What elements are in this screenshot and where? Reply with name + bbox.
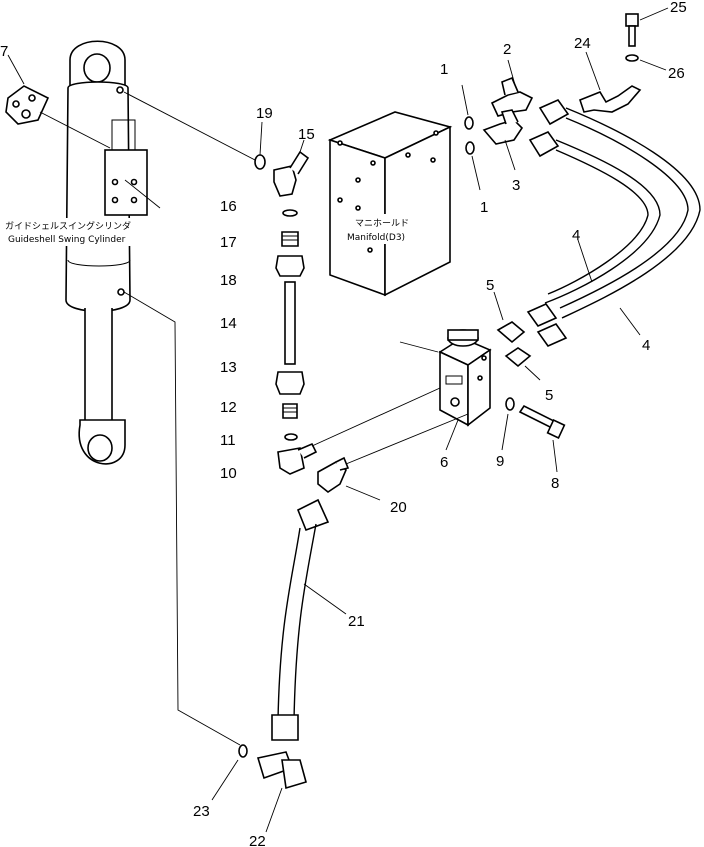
part-4-hoses (526, 99, 701, 347)
callout-5-top: 5 (486, 277, 494, 294)
part-15-elbow (273, 139, 310, 197)
part-19-o-ring (254, 121, 266, 170)
callout-3: 3 (512, 177, 520, 194)
callout-4-right: 4 (642, 337, 650, 354)
callout-23: 23 (193, 803, 210, 820)
leader-cylinder-to-23 (123, 291, 241, 746)
part-24-clamp (579, 51, 642, 113)
manifold-label-jp: マニホールド (355, 218, 409, 229)
callout-6: 6 (440, 454, 448, 471)
callout-10: 10 (220, 465, 237, 482)
part-11-o-ring (284, 433, 298, 441)
part-6-valve-block (399, 329, 492, 451)
manifold-d3: マニホールド Manifold(D3) (327, 111, 453, 297)
part-13-nut (275, 371, 305, 395)
part-18-nut (275, 255, 305, 277)
callout-22: 22 (249, 833, 266, 847)
part-26-washer (625, 54, 667, 71)
callout-7: 7 (0, 43, 8, 60)
leader-cylinder-to-19 (123, 91, 256, 161)
part-8-bolt (518, 404, 566, 473)
part-3-elbow (482, 109, 524, 171)
part-21-hose (271, 498, 347, 741)
callout-1-top: 1 (440, 61, 448, 78)
callout-5-bottom: 5 (545, 387, 553, 404)
callout-18: 18 (220, 272, 237, 289)
callout-13: 13 (220, 359, 237, 376)
callout-15: 15 (298, 126, 315, 143)
part-5-unions (493, 291, 541, 381)
callout-19: 19 (256, 105, 273, 122)
callout-11: 11 (220, 432, 236, 449)
part-17-nipple (281, 231, 299, 247)
manifold-label-en: Manifold(D3) (347, 233, 405, 243)
callout-25: 25 (670, 0, 687, 16)
callout-2: 2 (503, 41, 511, 58)
callout-16: 16 (220, 198, 237, 215)
part-7-plate (5, 54, 111, 149)
part-22-elbow (256, 751, 307, 833)
part-1-o-rings (461, 84, 481, 191)
callout-8: 8 (551, 475, 559, 492)
callout-26: 26 (668, 65, 685, 82)
cylinder-label-jp: ガイドシェルスイングシリンダ (5, 220, 131, 232)
callout-9: 9 (496, 453, 504, 470)
cylinder-label-en: Guideshell Swing Cylinder (8, 235, 126, 245)
guideshell-swing-cylinder: ガイドシェルスイングシリンダ Guideshell Swing Cylinder (2, 40, 162, 465)
callout-4-left: 4 (572, 227, 580, 244)
part-14-pipe (284, 281, 296, 365)
callout-17: 17 (220, 234, 237, 251)
part-2-elbow (490, 59, 534, 117)
callout-12: 12 (220, 399, 237, 416)
callout-14: 14 (220, 315, 237, 332)
part-20-elbow (317, 413, 469, 501)
callout-20: 20 (390, 499, 407, 516)
callout-1-bottom: 1 (480, 199, 488, 216)
part-23-o-ring (211, 744, 248, 801)
callout-24: 24 (574, 35, 591, 52)
callout-21: 21 (348, 613, 365, 630)
part-12-nipple (282, 403, 298, 419)
part-16-o-ring (282, 209, 298, 217)
part-25-bolt (625, 7, 669, 47)
part-9-washer (501, 397, 515, 451)
part-10-elbow (277, 387, 441, 475)
